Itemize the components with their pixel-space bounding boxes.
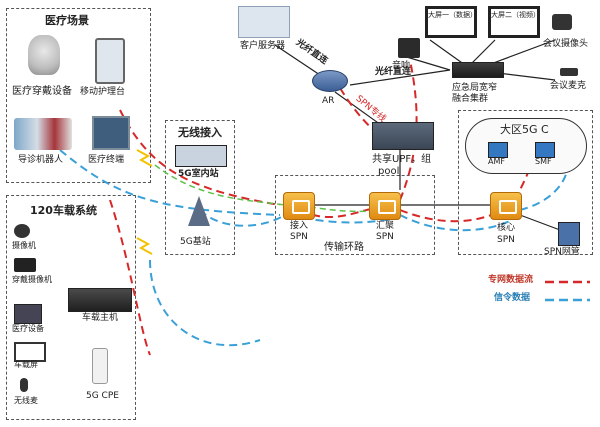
upf-icon (372, 122, 434, 150)
ar-label: AR (322, 96, 335, 106)
access-spn-label-a: 接入 (290, 221, 309, 231)
screen2-label: 大屏二（视频） (491, 11, 540, 19)
access-spn-label-b: SPN (290, 232, 308, 242)
mic-icon (20, 378, 28, 392)
camera-icon (14, 224, 30, 238)
screen1-icon (425, 6, 477, 38)
vehicle-host-icon (68, 288, 132, 312)
core-spn-icon (490, 192, 522, 220)
agg-spn-label-b: SPN (376, 232, 394, 242)
wearable-icon (28, 35, 60, 75)
vehicle-screen-icon (14, 342, 46, 362)
indoor-station-icon (175, 145, 227, 167)
cpe-label: 5G CPE (86, 391, 119, 401)
screen1-label: 大屏一（数据） (428, 11, 477, 19)
cart-icon (95, 38, 125, 84)
core-spn-label-a: 核心 (497, 223, 516, 233)
medical-scene-title: 医疗场景 (45, 14, 89, 27)
legend-signal-label: 信令数据 (494, 293, 531, 303)
vehicle-box (6, 195, 136, 420)
wearable-label: 医疗穿戴设备 (12, 86, 72, 97)
wireless-title: 无线接入 (178, 126, 222, 139)
wear-camera-icon (14, 258, 36, 272)
robot-label: 导诊机器人 (18, 155, 64, 165)
cluster-label-b: 融合集群 (452, 94, 489, 104)
speaker-icon (398, 38, 420, 58)
amf-label: AMF (488, 157, 505, 166)
legend-signal-swatch (545, 298, 590, 302)
upf-label: 共享UPF，组 (372, 154, 432, 165)
spn-mgmt-icon (558, 222, 580, 246)
core-box (458, 110, 593, 255)
wireless-box (165, 120, 235, 255)
ar-router-icon (312, 70, 348, 92)
smf-icon (535, 142, 555, 158)
robot-icon (14, 118, 72, 150)
base-station-icon (188, 196, 210, 226)
legend-data-flow-label: 专网数据流 (488, 275, 534, 285)
conf-camera-icon (552, 14, 572, 30)
ring-label: 传输环路 (324, 242, 364, 253)
fiber2-label: 光纤直连 (375, 67, 412, 77)
cluster-label-a: 应急局宽窄 (452, 83, 498, 93)
cloud-icon (465, 118, 587, 174)
conf-mic-label: 会议麦克 (550, 81, 587, 91)
legend-data-flow-swatch (545, 280, 590, 284)
pool-label: pool (378, 166, 400, 177)
terminal-label: 医疗终端 (88, 155, 125, 165)
ring-box (275, 175, 435, 255)
spn-mgmt-label: SPN网管 (544, 247, 580, 257)
medical-scene-box (6, 8, 151, 183)
conf-camera-label: 会议摄像头 (543, 39, 589, 49)
screen2-icon (488, 6, 540, 38)
medical-device-icon (14, 304, 42, 324)
conf-mic-icon (560, 68, 578, 76)
amf-icon (488, 142, 508, 158)
mic-label: 无线麦 (14, 396, 38, 405)
speaker-label: 音响 (392, 61, 411, 71)
core-region-label: 大区5G C (500, 123, 549, 136)
agg-spn-icon (369, 192, 401, 220)
cluster-icon (452, 62, 504, 78)
terminal-icon (92, 116, 130, 150)
wear-camera-label: 穿戴摄像机 (12, 275, 52, 284)
client-server-label: 客户服务器 (240, 41, 286, 51)
access-spn-icon (283, 192, 315, 220)
client-server-icon (238, 6, 290, 38)
vehicle-title: 120车载系统 (30, 204, 97, 217)
cpe-icon (92, 348, 108, 384)
vehicle-screen-label: 车载屏 (14, 360, 38, 369)
vehicle-host-label: 车载主机 (82, 313, 119, 323)
indoor-station-label: 5G室内站 (178, 169, 219, 179)
camera-label: 摄像机 (12, 241, 36, 250)
medical-device-label: 医疗设备 (12, 324, 44, 333)
base-station-label: 5G基站 (180, 237, 211, 247)
smf-label: SMF (535, 157, 552, 166)
agg-spn-label-a: 汇聚 (376, 221, 395, 231)
cart-label: 移动护理台 (80, 87, 126, 97)
core-spn-label-b: SPN (497, 235, 515, 245)
